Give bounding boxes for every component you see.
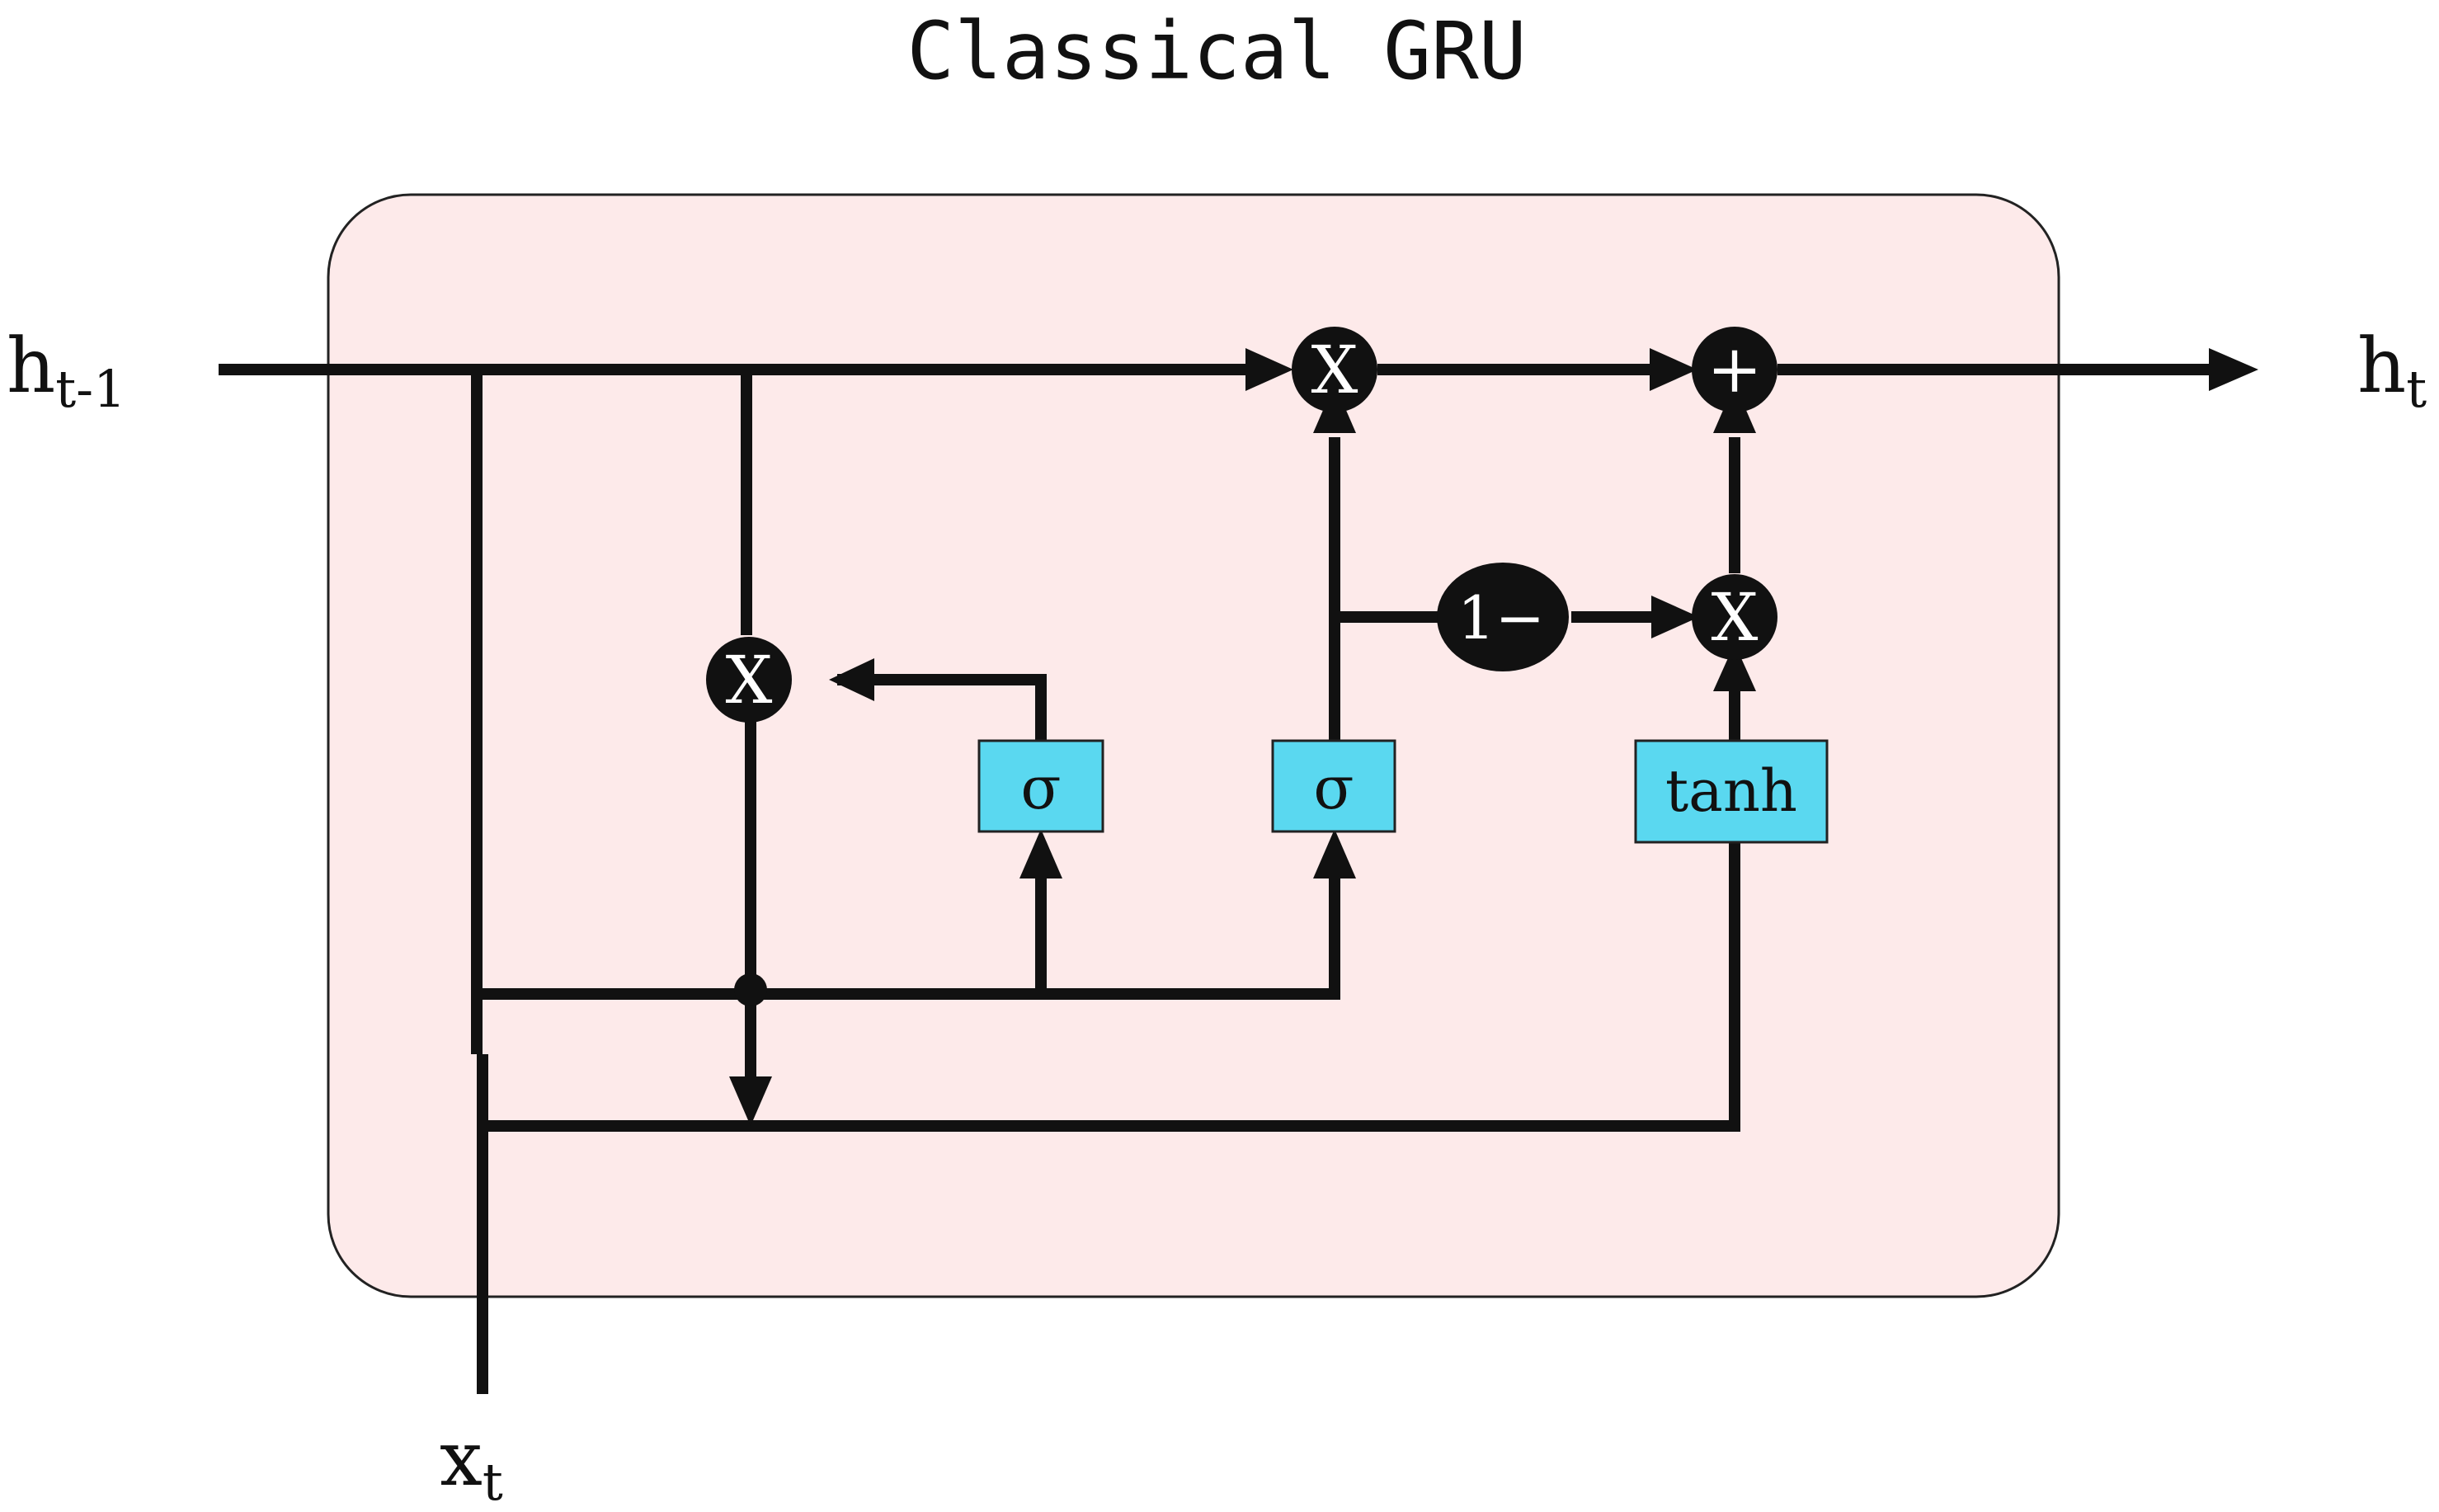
label-h-next: ht [2357, 322, 2427, 419]
arrow-into-reset-multiply-from-gate [829, 658, 874, 701]
svg-text:ht: ht [2357, 322, 2427, 419]
reset-multiply-node: X [706, 637, 792, 723]
arrow-into-add [1650, 348, 1697, 391]
h-next-base: h [2357, 322, 2406, 410]
tanh-gate-label: tanh [1665, 757, 1797, 825]
candidate-multiply-circle [1692, 574, 1777, 660]
update-gate-label: σ [1313, 753, 1354, 822]
arrow-into-candidate-multiply-from-tanh [1713, 643, 1756, 691]
wire-reset-gate-to-multiply [837, 674, 1047, 742]
reset-gate: σ [977, 739, 1104, 833]
reset-gate-label: σ [1020, 753, 1061, 822]
top-multiply-node: X [1292, 327, 1377, 412]
gru-cell-box [327, 193, 2060, 1298]
reset-multiply-symbol: X [726, 642, 773, 718]
arrow-into-top-multiply [1245, 348, 1293, 391]
x-base: x [440, 1415, 483, 1503]
one-minus-symbol: 1− [1457, 583, 1545, 652]
add-circle [1692, 327, 1777, 412]
arrow-into-update-gate [1313, 829, 1356, 878]
one-minus-ellipse [1437, 563, 1569, 671]
svg-text:xt: xt [440, 1415, 503, 1512]
wire-junction [734, 973, 767, 1006]
tanh-gate-box [1634, 739, 1829, 844]
candidate-gate: tanh [1634, 739, 1829, 844]
arrow-into-candidate-multiply-from-left [1651, 596, 1699, 638]
add-node: + [1692, 327, 1777, 412]
add-symbol: + [1707, 331, 1762, 407]
update-gate-box [1271, 739, 1396, 833]
h-prev-base: h [7, 322, 55, 410]
h-prev-subscript: t-1 [55, 359, 125, 419]
top-multiply-symbol: X [1311, 332, 1358, 408]
diagram-title: Classical GRU [906, 5, 1526, 97]
candidate-multiply-node: X [1692, 574, 1777, 660]
label-h-prev: ht-1 [7, 322, 126, 419]
update-gate: σ [1271, 739, 1396, 833]
reset-multiply-circle [706, 637, 792, 723]
reset-gate-box [977, 739, 1104, 833]
svg-text:ht-1: ht-1 [7, 322, 126, 419]
arrow-into-reset-gate [1019, 829, 1062, 878]
wires [219, 364, 2211, 1394]
one-minus-node: 1− [1437, 563, 1569, 671]
arrow-down-to-concat [729, 1076, 772, 1126]
top-multiply-circle [1292, 327, 1377, 412]
h-next-subscript: t [2406, 359, 2427, 419]
label-x-input: xt [440, 1415, 503, 1512]
x-subscript: t [483, 1452, 503, 1512]
candidate-multiply-symbol: X [1712, 579, 1759, 656]
arrow-to-hnext [2209, 348, 2258, 391]
